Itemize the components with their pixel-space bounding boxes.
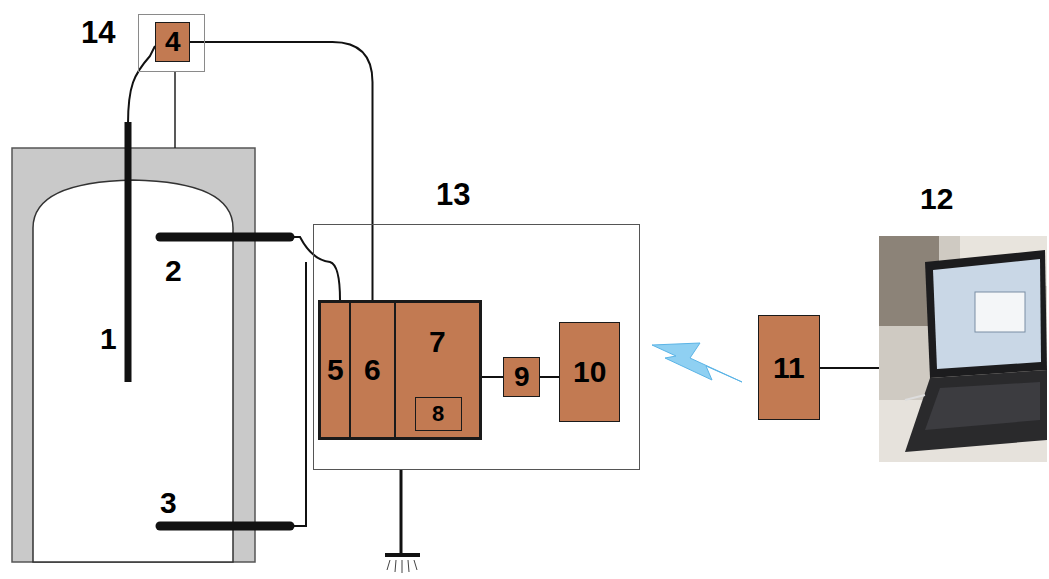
- callout-number: 9: [514, 363, 530, 391]
- callout-number: 8: [432, 403, 444, 425]
- ground-wire: [400, 470, 403, 553]
- ground-symbol: [387, 560, 417, 573]
- callout-number: 5: [327, 355, 344, 385]
- callout-number: 4: [165, 28, 181, 56]
- interface-box: 9: [503, 357, 540, 397]
- callout-number: 14: [81, 17, 115, 48]
- electrode-wire: [290, 237, 340, 300]
- callout-number: 10: [573, 357, 606, 387]
- callout-number: 13: [436, 179, 470, 210]
- electrode-wire: [290, 262, 306, 526]
- sensor-box: 4: [155, 22, 190, 62]
- callout-number: 3: [160, 488, 177, 518]
- callout-number: 11: [773, 353, 805, 383]
- module-box: 78: [395, 300, 482, 440]
- callout-number: 12: [920, 184, 953, 214]
- callout-number: 1: [100, 324, 117, 354]
- callout-number: 2: [165, 256, 182, 286]
- module-box: 6: [350, 300, 395, 440]
- laptop-photo: [879, 236, 1047, 462]
- signal-wire: [540, 376, 559, 378]
- instrument-enclosure: 135678910: [313, 224, 640, 470]
- module-box: 5: [318, 300, 350, 440]
- signal-wire: [482, 376, 503, 378]
- callout-number: 7: [429, 327, 446, 357]
- support-line: [174, 72, 176, 148]
- callout-number: 6: [364, 355, 381, 385]
- electrode-rod: [160, 522, 290, 531]
- vessel-wall: [12, 148, 255, 562]
- wireless-link: [652, 343, 742, 382]
- receiver-box: 11: [758, 315, 820, 420]
- submodule-box: 8: [415, 397, 462, 431]
- electrode-rod: [160, 233, 290, 242]
- signal-wire: [190, 42, 373, 300]
- enclosure-box: 144: [138, 14, 205, 72]
- electrode-rod: [125, 122, 132, 382]
- ground-symbol: [385, 553, 420, 557]
- electrode-wire: [128, 46, 155, 124]
- cable: [820, 367, 879, 369]
- transmitter-box: 10: [559, 322, 620, 422]
